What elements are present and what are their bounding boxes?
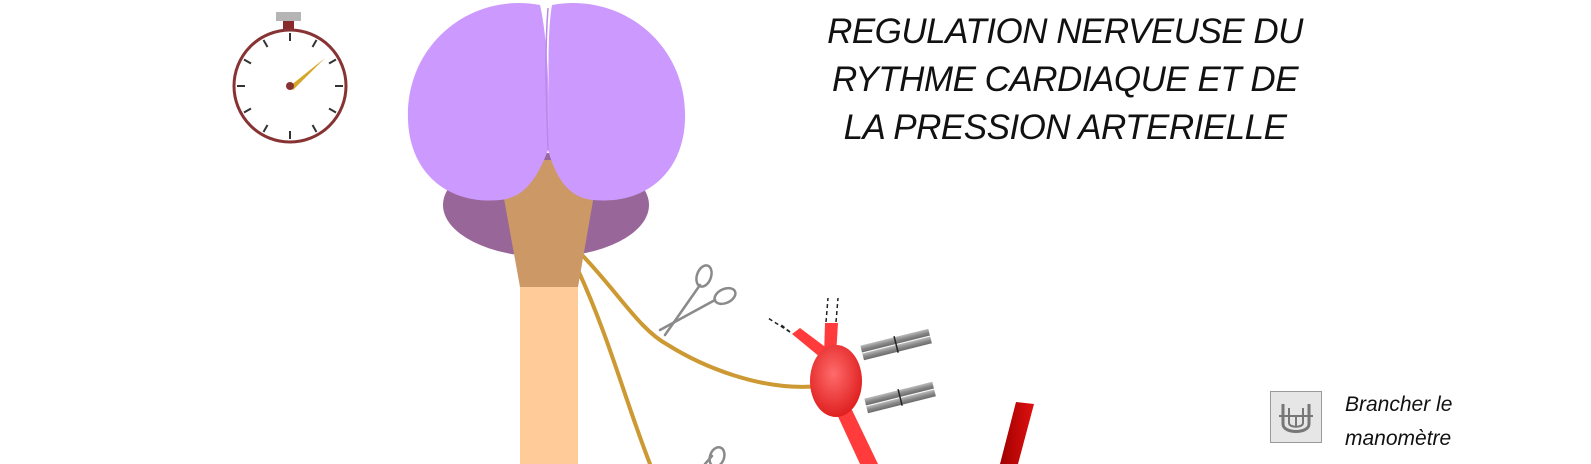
clamp-icon[interactable] [864,381,936,414]
brain [407,3,686,464]
scissors-icon[interactable] [703,445,727,464]
connect-manometer-button[interactable] [1270,391,1322,443]
manometer-label-line-2: manomètre [1345,427,1452,450]
title-line-1: REGULATION NERVEUSE DU [827,12,1303,51]
u-tube-manometer-icon [1279,404,1313,433]
clamp-icon[interactable] [860,328,932,361]
carotid-sinus [810,345,862,417]
page-title: REGULATION NERVEUSE DU RYTHME CARDIAQUE … [800,8,1330,152]
spinal-cord [520,285,578,464]
left-hemisphere [407,3,549,201]
scissors-icon[interactable] [658,263,738,337]
right-hemisphere [548,3,686,201]
title-line-3: LA PRESSION ARTERIELLE [843,108,1287,147]
vagus-nerve [576,254,822,464]
connect-manometer-label[interactable]: Brancher le manomètre [1345,388,1495,456]
stopwatch-icon [232,12,348,144]
carotid-artery [767,297,878,464]
manometer-label-line-1: Brancher le [1345,393,1453,416]
red-tube [1000,402,1034,464]
title-line-2: RYTHME CARDIAQUE ET DE [831,60,1299,99]
